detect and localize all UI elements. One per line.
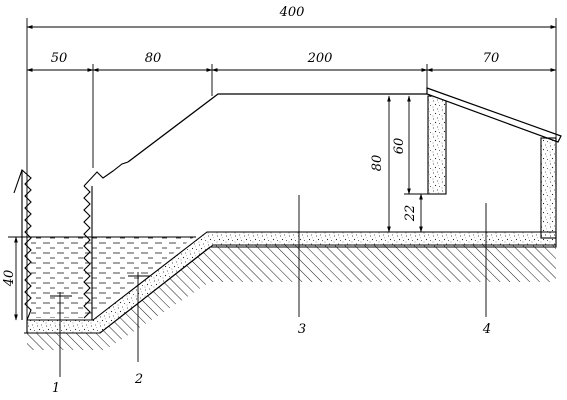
callout-2: 2 <box>134 372 143 387</box>
dim-upper-wall: 60 <box>392 138 407 155</box>
dim-segment-2: 80 <box>145 51 162 66</box>
dim-total-length: 400 <box>279 5 305 20</box>
dim-segment-1: 50 <box>51 51 68 66</box>
pier-column <box>427 95 447 195</box>
callout-1: 1 <box>52 381 60 396</box>
dimension-lines <box>8 18 557 321</box>
dim-sill-height: 22 <box>403 205 418 223</box>
callout-3: 3 <box>298 322 306 337</box>
dim-pool-depth: 40 <box>2 270 17 288</box>
concrete-base <box>26 231 557 334</box>
pool-water <box>13 236 196 318</box>
shed-roof <box>426 87 562 143</box>
pool-wall-left <box>13 169 32 321</box>
dim-segment-3: 200 <box>307 51 333 66</box>
right-wall <box>540 137 557 239</box>
pool-wall-middle <box>83 161 129 320</box>
dim-segment-4: 70 <box>483 51 500 66</box>
building-structure <box>127 93 427 163</box>
dim-wall-height: 80 <box>370 155 385 172</box>
callout-leaders <box>50 195 487 377</box>
callout-4: 4 <box>482 322 491 337</box>
